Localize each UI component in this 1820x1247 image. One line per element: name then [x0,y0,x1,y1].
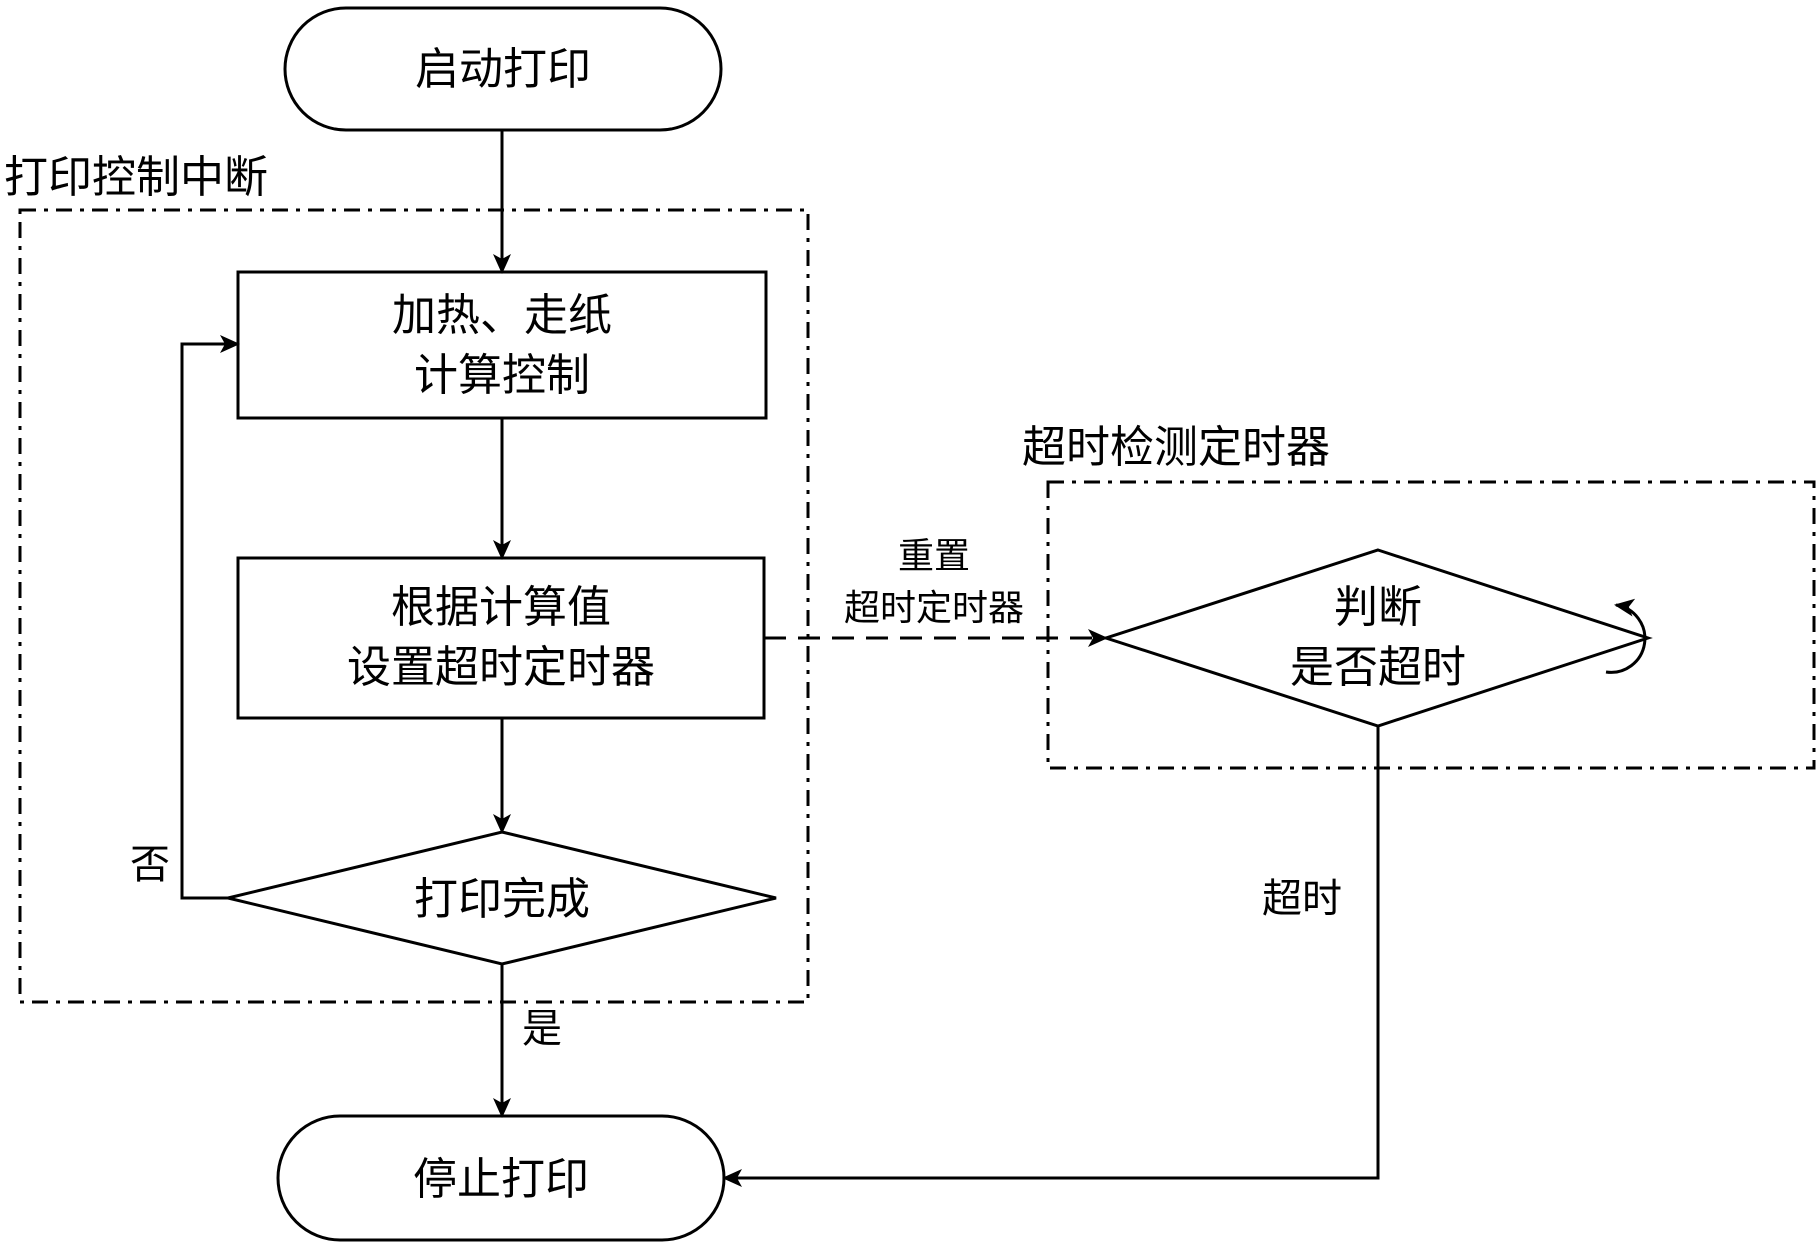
timeout-judge-label-line2: 是否超时 [1290,642,1466,693]
stop-node-label: 停止打印 [413,1154,589,1205]
edge-label-reset-line2: 超时定时器 [844,588,1024,629]
edge-label-timeout: 超时 [1262,876,1342,922]
timeout-judge-decision [1101,548,1653,728]
edge-no-loop [180,335,240,900]
set-timer-label-line1: 根据计算值 [391,582,611,633]
edge-label-reset-line1: 重置 [898,536,970,577]
timeout-judge-label-line1: 判断 [1334,582,1422,633]
group-print-interrupt [18,208,810,1004]
group-print-interrupt-label: 打印控制中断 [4,152,268,203]
set-timer-label-line2: 设置超时定时器 [347,642,655,693]
print-done-label: 打印完成 [414,874,590,925]
edge-timeout-to-stop [722,726,1380,1187]
set-timer-node [236,556,766,720]
edge-label-yes: 是 [522,1006,562,1052]
group-timeout-timer [1046,480,1816,770]
edge-label-no: 否 [130,842,170,888]
group-timeout-timer-label: 超时检测定时器 [1022,422,1330,473]
heat-feed-label-line2: 计算控制 [414,350,590,401]
start-node-label: 启动打印 [415,44,591,95]
heat-feed-label-line1: 加热、走纸 [392,290,612,341]
heat-feed-node [236,270,768,420]
self-loop-arrow [1605,598,1647,674]
